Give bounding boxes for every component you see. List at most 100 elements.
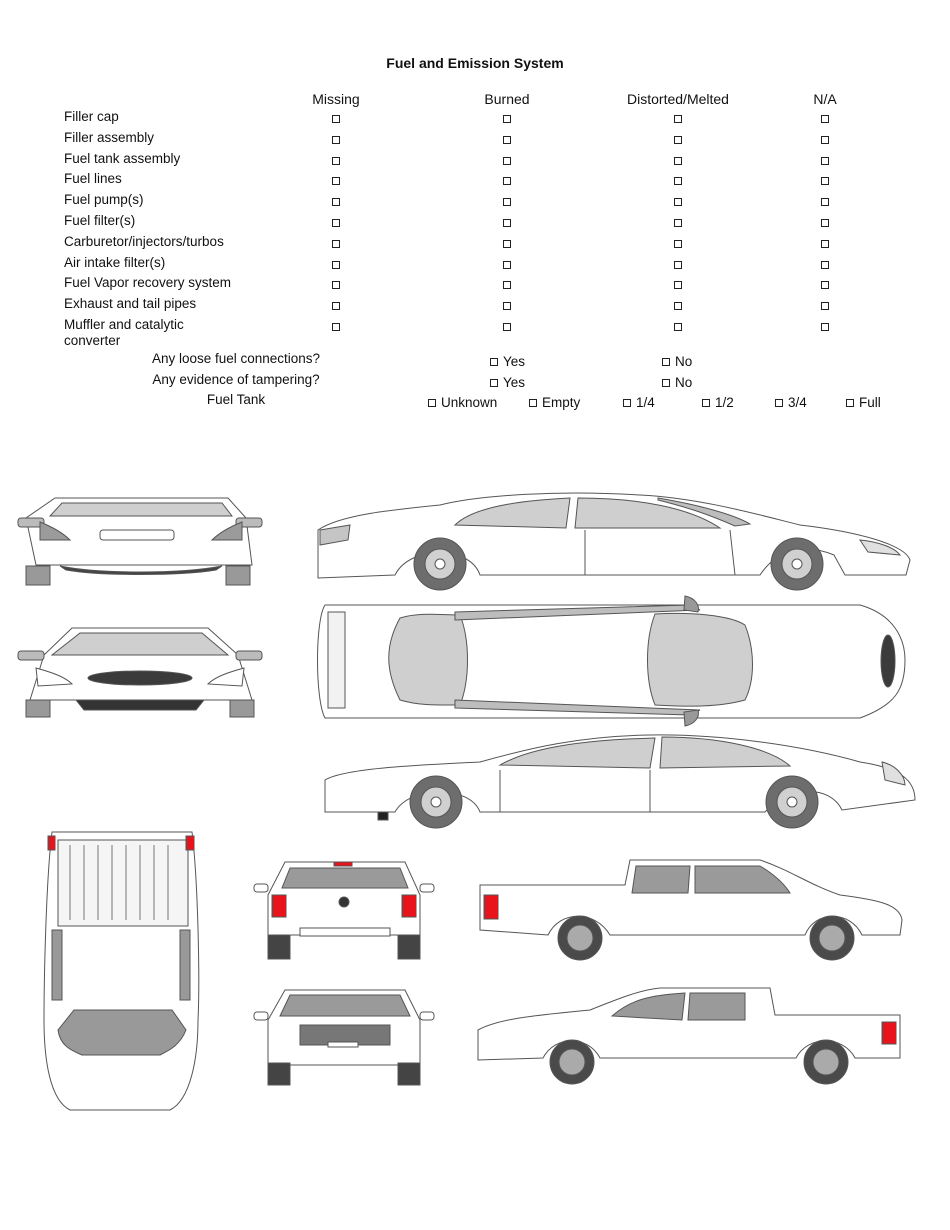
checkbox[interactable] — [332, 260, 340, 269]
checkbox[interactable] — [674, 219, 682, 227]
checkbox[interactable] — [821, 219, 829, 227]
option-checkbox[interactable]: Yes — [490, 354, 525, 369]
checkbox-icon — [529, 398, 537, 407]
checkbox-icon — [623, 398, 631, 407]
question-label: Any evidence of tampering? — [152, 372, 320, 387]
row-label: Filler cap — [64, 109, 119, 124]
option-label: 3/4 — [788, 395, 807, 410]
pickup-side-view-alt-icon — [477, 987, 901, 1085]
checkbox[interactable] — [503, 156, 511, 165]
column-header: Missing — [312, 91, 360, 107]
row-label: Fuel Vapor recovery system — [64, 275, 232, 291]
question-label: Any loose fuel connections? — [151, 351, 321, 366]
checkbox[interactable] — [674, 302, 682, 311]
page-title: Fuel and Emission System — [386, 55, 564, 71]
fuel-level-checkbox[interactable]: Empty — [529, 395, 580, 410]
checkbox[interactable] — [821, 177, 829, 186]
checkbox[interactable] — [674, 198, 682, 207]
option-label: 1/2 — [715, 395, 734, 410]
checkbox[interactable] — [674, 177, 682, 186]
pickup-front-view-icon — [253, 989, 435, 1086]
checkbox-icon — [490, 378, 498, 387]
checkbox[interactable] — [821, 156, 829, 165]
option-checkbox[interactable]: Yes — [490, 375, 525, 390]
checkbox[interactable] — [332, 135, 340, 144]
fuel-level-checkbox[interactable]: 1/4 — [623, 395, 655, 410]
checkbox[interactable] — [674, 323, 682, 331]
checkbox[interactable] — [821, 323, 829, 331]
checkbox[interactable] — [503, 198, 511, 207]
checkbox[interactable] — [332, 219, 340, 227]
sedan-front-view-icon — [17, 627, 263, 718]
checkbox[interactable] — [503, 239, 511, 248]
checkbox[interactable] — [674, 239, 682, 248]
row-label: Air intake filter(s) — [64, 254, 166, 270]
option-label: Unknown — [441, 395, 498, 410]
checkbox[interactable] — [332, 302, 340, 311]
option-checkbox[interactable]: No — [662, 375, 692, 390]
checkbox[interactable] — [503, 281, 511, 290]
option-label: Empty — [542, 395, 581, 410]
option-label: Yes — [503, 375, 526, 390]
pickup-top-view-icon — [43, 831, 200, 1111]
checkbox[interactable] — [503, 135, 511, 144]
checkbox-icon — [490, 357, 498, 366]
column-header: N/A — [813, 91, 837, 107]
checkbox-icon — [846, 398, 854, 407]
row-label: Exhaust and tail pipes — [64, 296, 197, 312]
checkbox[interactable] — [332, 115, 340, 123]
checkbox[interactable] — [503, 260, 511, 269]
checkbox-icon — [662, 357, 670, 366]
column-header: Burned — [484, 91, 530, 107]
checkbox[interactable] — [821, 198, 829, 207]
checkbox-icon — [702, 398, 710, 407]
option-checkbox[interactable]: No — [662, 354, 692, 369]
checkbox[interactable] — [821, 115, 829, 123]
checkbox-icon — [662, 378, 670, 387]
option-label: 1/4 — [636, 395, 655, 410]
checkbox[interactable] — [674, 115, 682, 123]
checkbox[interactable] — [332, 177, 340, 186]
checkbox[interactable] — [821, 302, 829, 311]
sedan-rear-view-icon — [17, 497, 263, 586]
checkbox[interactable] — [332, 156, 340, 165]
checkbox[interactable] — [821, 239, 829, 248]
checkbox[interactable] — [674, 135, 682, 144]
checkbox[interactable] — [674, 260, 682, 269]
checkbox[interactable] — [821, 135, 829, 144]
option-label: Yes — [503, 354, 526, 369]
fuel-level-checkbox[interactable]: 3/4 — [775, 395, 807, 410]
fuel-level-checkbox[interactable]: Unknown — [428, 395, 497, 410]
checkbox-icon — [775, 398, 783, 407]
checkbox[interactable] — [332, 198, 340, 207]
sedan-side-view-alt-icon — [324, 734, 916, 829]
checkbox[interactable] — [503, 219, 511, 227]
checkbox[interactable] — [503, 115, 511, 123]
fuel-level-checkbox[interactable]: 1/2 — [702, 395, 734, 410]
checkbox[interactable] — [332, 323, 340, 331]
fuel-tank-label: Fuel Tank — [206, 392, 266, 407]
option-label: No — [675, 375, 693, 390]
checkbox[interactable] — [503, 302, 511, 311]
option-label: No — [675, 354, 693, 369]
checkbox[interactable] — [821, 281, 829, 290]
option-label: Full — [859, 395, 881, 410]
row-label: Fuel pump(s) — [64, 192, 144, 208]
row-label: Filler assembly — [64, 129, 155, 145]
checkbox-icon — [428, 398, 436, 407]
checkbox[interactable] — [332, 281, 340, 290]
checkbox[interactable] — [821, 260, 829, 269]
sedan-top-view-icon — [317, 595, 906, 727]
checkbox[interactable] — [332, 239, 340, 248]
sedan-side-view-icon — [317, 492, 911, 591]
row-label: Fuel tank assembly — [64, 150, 181, 166]
checkbox[interactable] — [674, 156, 682, 165]
row-label: Muffler and catalytic converter — [64, 317, 184, 348]
checkbox[interactable] — [503, 323, 511, 331]
checkbox[interactable] — [503, 177, 511, 186]
fuel-level-checkbox[interactable]: Full — [846, 395, 881, 410]
pickup-side-view-icon — [479, 859, 903, 961]
checkbox[interactable] — [674, 281, 682, 290]
row-label: Fuel filter(s) — [64, 213, 136, 228]
